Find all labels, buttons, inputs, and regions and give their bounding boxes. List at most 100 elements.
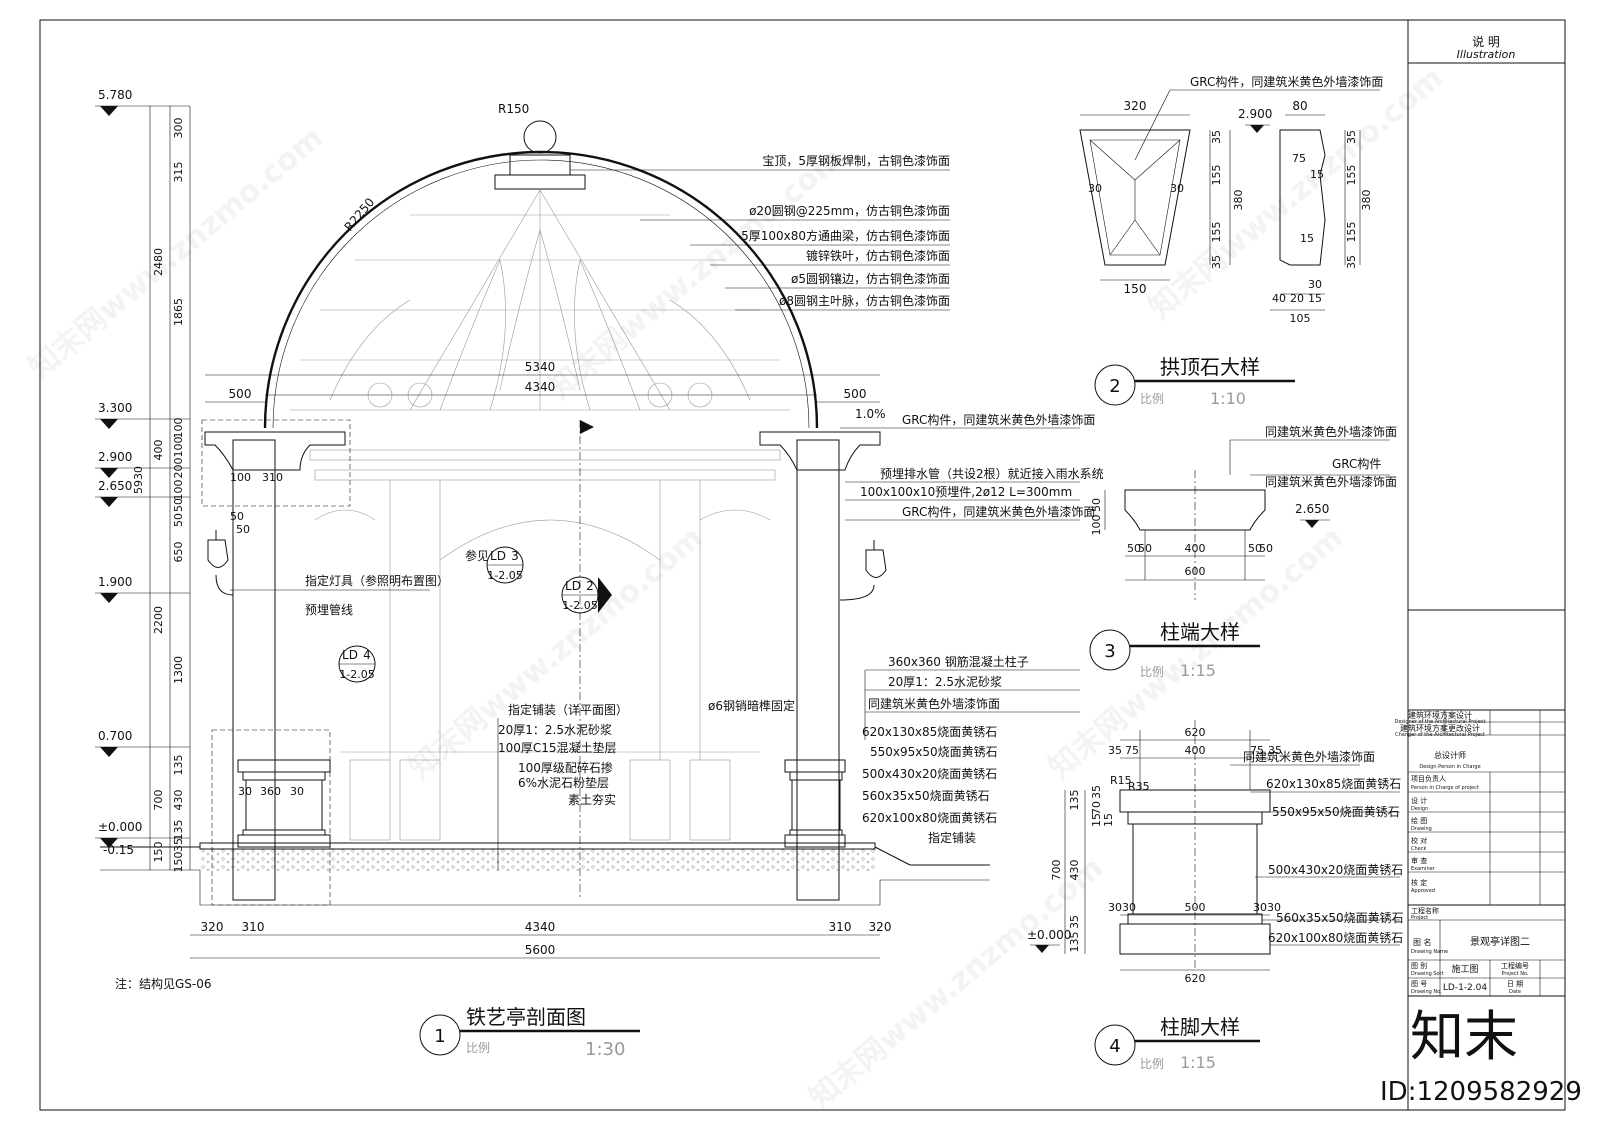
project-no-label-en: Project No. bbox=[1502, 971, 1529, 977]
svg-text:620x100x80烧面黄锈石: 620x100x80烧面黄锈石 bbox=[1268, 931, 1403, 945]
slope-label: 1.0% bbox=[855, 407, 886, 421]
keystone-label: GRC构件，同建筑米黄色外墙漆饰面 bbox=[1190, 74, 1383, 89]
ref-bubble-ld4: LD 4 1-2.05 bbox=[338, 645, 376, 683]
svg-text:1.900: 1.900 bbox=[98, 575, 132, 589]
svg-text:15: 15 bbox=[1310, 168, 1324, 181]
svg-text:预埋排水管（共设2根）就近接入雨水系统: 预埋排水管（共设2根）就近接入雨水系统 bbox=[880, 466, 1104, 481]
svg-text:30: 30 bbox=[1108, 901, 1122, 914]
svg-text:2.650: 2.650 bbox=[1295, 502, 1329, 516]
detail-box-capital bbox=[201, 419, 351, 507]
svg-text:R15: R15 bbox=[1110, 774, 1132, 787]
svg-text:GRC构件，同建筑米黄色外墙漆饰面: GRC构件，同建筑米黄色外墙漆饰面 bbox=[902, 504, 1095, 519]
svg-text:50: 50 bbox=[1127, 542, 1141, 555]
svg-text:310: 310 bbox=[262, 471, 283, 484]
svg-text:柱脚大样: 柱脚大样 bbox=[1160, 1015, 1240, 1039]
svg-text:1:30: 1:30 bbox=[585, 1039, 625, 1060]
svg-text:15: 15 bbox=[1090, 813, 1103, 827]
svg-text:400: 400 bbox=[1185, 744, 1206, 757]
svg-text:150: 150 bbox=[172, 852, 185, 873]
svg-text:2: 2 bbox=[586, 579, 594, 593]
keystone-front bbox=[1079, 129, 1191, 266]
sheet-border bbox=[39, 19, 1566, 1111]
capital-callouts: GRC构件，同建筑米黄色外墙漆饰面 预埋排水管（共设2根）就近接入雨水系统 10… bbox=[840, 412, 1104, 521]
project-name-label: 工程名称 bbox=[1411, 906, 1439, 915]
svg-text:650: 650 bbox=[172, 542, 185, 563]
elevation-markers: 5.780 3.300 2.900 2.650 1.900 0.700 ±0.0… bbox=[95, 88, 190, 857]
svg-text:50: 50 bbox=[172, 498, 185, 512]
bottom-dimensions: 320 310 4340 310 320 5600 bbox=[201, 920, 892, 957]
svg-text:100厚级配碎石掺: 100厚级配碎石掺 bbox=[518, 760, 613, 775]
svg-text:ø8圆钢主叶脉，仿古铜色漆饰面: ø8圆钢主叶脉，仿古铜色漆饰面 bbox=[779, 293, 950, 308]
left-dimensions: 300 315 2480 1865 400 100 100 200 100 50… bbox=[132, 118, 185, 873]
svg-text:50: 50 bbox=[230, 510, 244, 523]
svg-text:比例: 比例 bbox=[1140, 392, 1164, 406]
top-dim: 4340 bbox=[525, 380, 556, 394]
drawing-sort: 施工图 bbox=[1451, 963, 1478, 975]
svg-text:320: 320 bbox=[201, 920, 224, 934]
svg-text:620x130x85烧面黄锈石: 620x130x85烧面黄锈石 bbox=[862, 725, 997, 739]
svg-text:105: 105 bbox=[1290, 312, 1311, 325]
svg-text:700: 700 bbox=[1050, 860, 1063, 881]
svg-text:3.300: 3.300 bbox=[98, 401, 132, 415]
title-row-label-en: Person in Charge of project bbox=[1411, 785, 1479, 791]
project-no-label: 工程编号 bbox=[1501, 961, 1529, 970]
dome-beam bbox=[263, 150, 819, 429]
title-row-label-en: Designer of the Architectural Project bbox=[1395, 719, 1486, 725]
date-label: 日 期 bbox=[1507, 980, 1523, 988]
svg-text:135: 135 bbox=[1068, 932, 1081, 953]
title-row-label-en: Changer of the Architectural Project bbox=[1395, 732, 1485, 738]
title-row-label: 建筑环境方案设计 bbox=[1408, 710, 1472, 720]
section-4-drawing: 620 35 75 400 75 35 30 30 500 30 30 620 … bbox=[1027, 720, 1404, 1072]
svg-text:35: 35 bbox=[1345, 130, 1358, 144]
svg-text:20: 20 bbox=[1290, 292, 1304, 305]
dome-callouts: 宝顶，5厚钢板焊制，古铜色漆饰面 ø20圆钢@225mm，仿古铜色漆饰面 5厚1… bbox=[570, 153, 950, 311]
title-row-label-en: Check bbox=[1411, 846, 1426, 852]
svg-text:75: 75 bbox=[1250, 744, 1264, 757]
conduit-label: 预埋管线 bbox=[305, 602, 353, 617]
drawing-no-label: 图 号 bbox=[1411, 980, 1427, 988]
lamp-label: 指定灯具（参照明布置图） bbox=[305, 573, 449, 588]
svg-text:35: 35 bbox=[1210, 255, 1223, 269]
project-name-label-en: Project bbox=[1411, 915, 1428, 921]
svg-text:620: 620 bbox=[1185, 726, 1206, 739]
svg-text:155: 155 bbox=[1210, 222, 1223, 243]
svg-text:320: 320 bbox=[1124, 99, 1147, 113]
svg-text:150: 150 bbox=[152, 842, 165, 863]
svg-text:比例: 比例 bbox=[1140, 1057, 1164, 1071]
svg-text:20厚1：2.5水泥砂浆: 20厚1：2.5水泥砂浆 bbox=[498, 722, 612, 737]
svg-text:2: 2 bbox=[1109, 376, 1120, 397]
floor-layer-callouts: 指定铺装（详平面图） 20厚1：2.5水泥砂浆 100厚C15混凝土垫层 100… bbox=[497, 702, 628, 870]
svg-text:560x35x50烧面黄锈石: 560x35x50烧面黄锈石 bbox=[862, 789, 990, 803]
finial-radius: R150 bbox=[498, 102, 529, 116]
svg-text:75: 75 bbox=[1292, 152, 1306, 165]
finial-base bbox=[494, 174, 586, 190]
section-3-drawing: 50 100 50 50 400 50 50 600 同建筑米黄色外墙漆饰面 G… bbox=[1089, 424, 1397, 680]
svg-text:50: 50 bbox=[236, 523, 250, 536]
svg-text:30: 30 bbox=[238, 785, 252, 798]
svg-text:75: 75 bbox=[1125, 744, 1139, 757]
svg-text:ø5圆钢镶边，仿古铜色漆饰面: ø5圆钢镶边，仿古铜色漆饰面 bbox=[791, 271, 950, 286]
svg-text:360x360 钢筋混凝土柱子: 360x360 钢筋混凝土柱子 bbox=[888, 654, 1029, 669]
drawing-no: LD-1-2.04 bbox=[1443, 983, 1487, 993]
svg-text:30: 30 bbox=[1122, 901, 1136, 914]
svg-text:LD: LD bbox=[565, 579, 581, 593]
title-row-label: 绘 图 bbox=[1411, 816, 1427, 825]
floor-gravel bbox=[200, 849, 875, 871]
svg-text:35: 35 bbox=[1268, 744, 1282, 757]
section-2-drawing: 320 150 30 30 35 155 155 35 380 80 75 15… bbox=[1079, 74, 1383, 408]
svg-text:550x95x50烧面黄锈石: 550x95x50烧面黄锈石 bbox=[870, 745, 998, 759]
left-lamp bbox=[207, 530, 234, 596]
svg-text:1-2.05: 1-2.05 bbox=[562, 599, 597, 612]
title-block: 说 明 Illustration 建筑环境方案设计 Designer of th… bbox=[1380, 20, 1582, 1110]
svg-text:15: 15 bbox=[1300, 232, 1314, 245]
svg-text:6%水泥石粉垫层: 6%水泥石粉垫层 bbox=[518, 775, 609, 790]
svg-text:指定铺装: 指定铺装 bbox=[928, 830, 976, 845]
finial-ball bbox=[523, 120, 557, 154]
brand-logo: 知末 bbox=[1410, 1005, 1518, 1068]
svg-text:30: 30 bbox=[290, 785, 304, 798]
svg-text:430: 430 bbox=[1068, 860, 1081, 881]
top-dim: 5340 bbox=[525, 360, 556, 374]
background-arcade bbox=[309, 449, 781, 841]
svg-text:30: 30 bbox=[1308, 278, 1322, 291]
